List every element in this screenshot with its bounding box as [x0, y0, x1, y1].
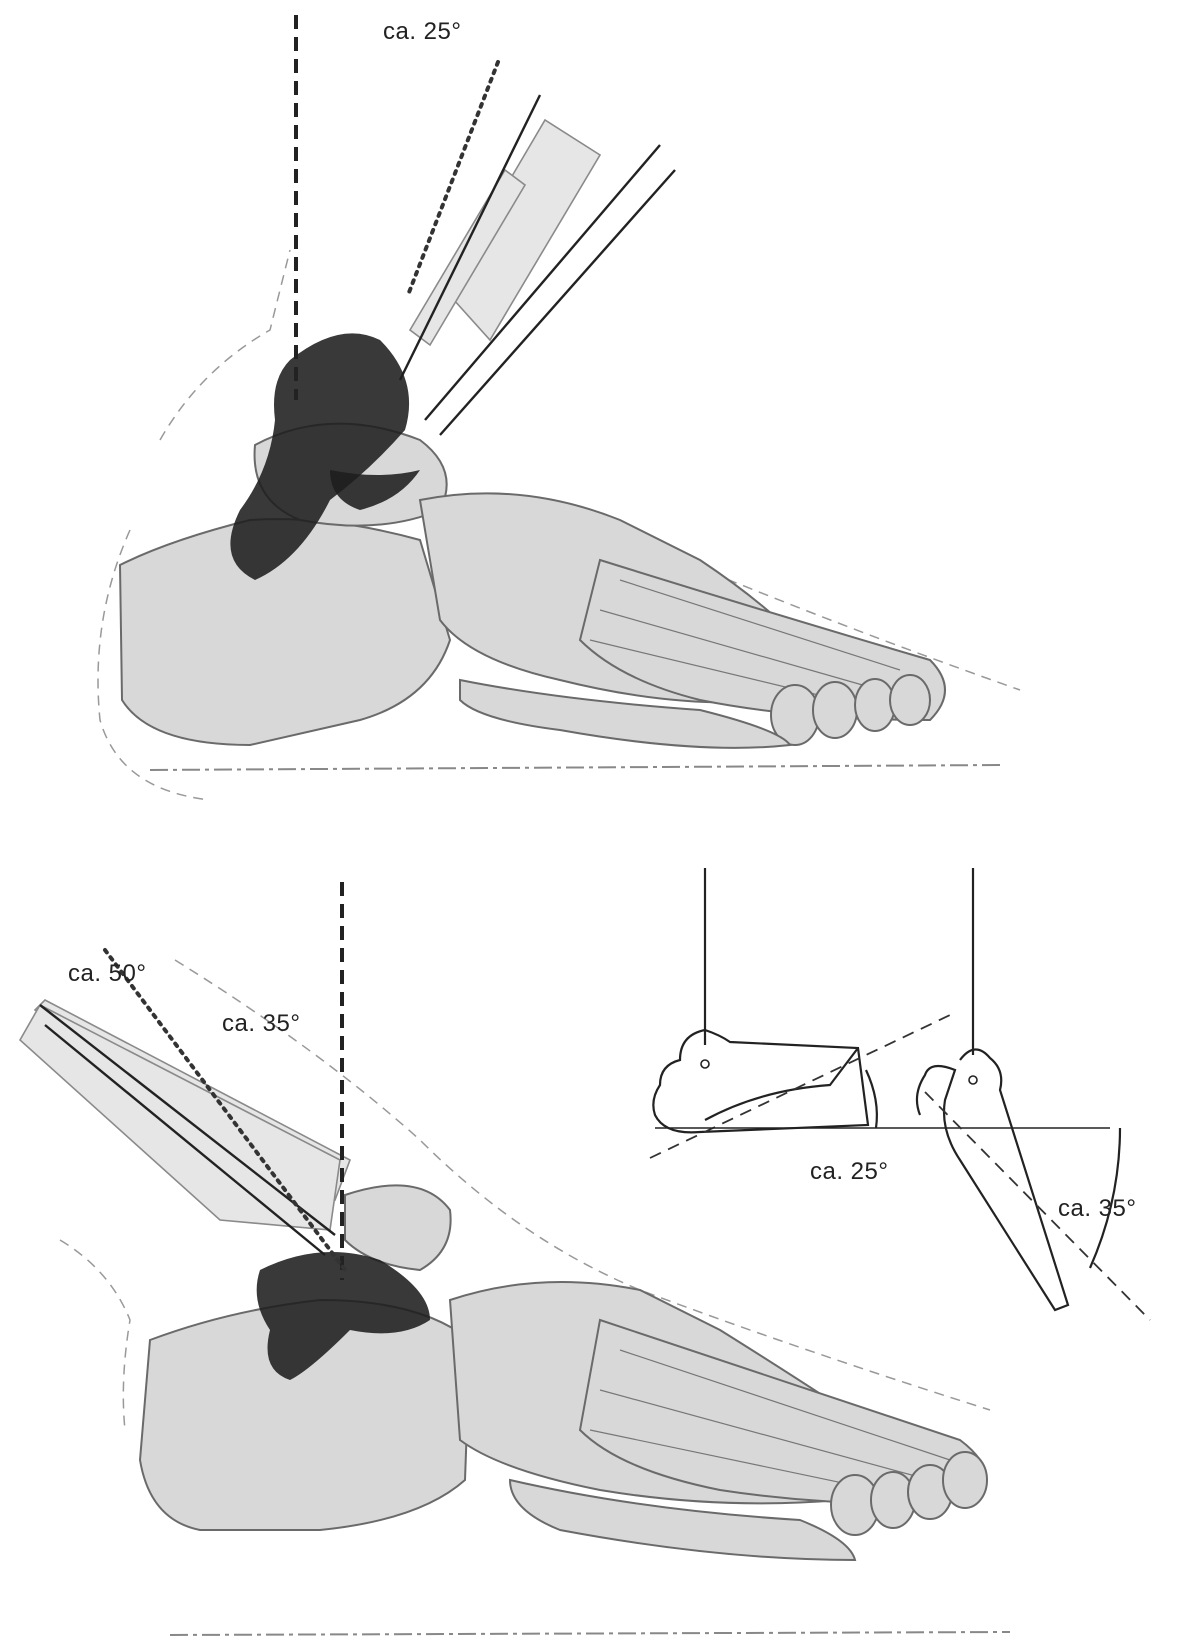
inset-right-angle-label: ca. 35° [1058, 1195, 1136, 1223]
inset-right-pivot [969, 1076, 977, 1084]
inset-left-angle-line [650, 1015, 950, 1158]
bottom-angle-label-50: ca. 50° [68, 960, 146, 988]
inset-left-contour [705, 1048, 858, 1120]
top-angle-label: ca. 25° [383, 18, 461, 46]
bottom-angle-label-35: ca. 35° [222, 1010, 300, 1038]
inset-left-pivot [701, 1060, 709, 1068]
inset-right-bone [917, 1049, 1068, 1310]
inset-left-angle-label: ca. 25° [810, 1158, 888, 1186]
inset-left-bone [653, 1030, 868, 1132]
